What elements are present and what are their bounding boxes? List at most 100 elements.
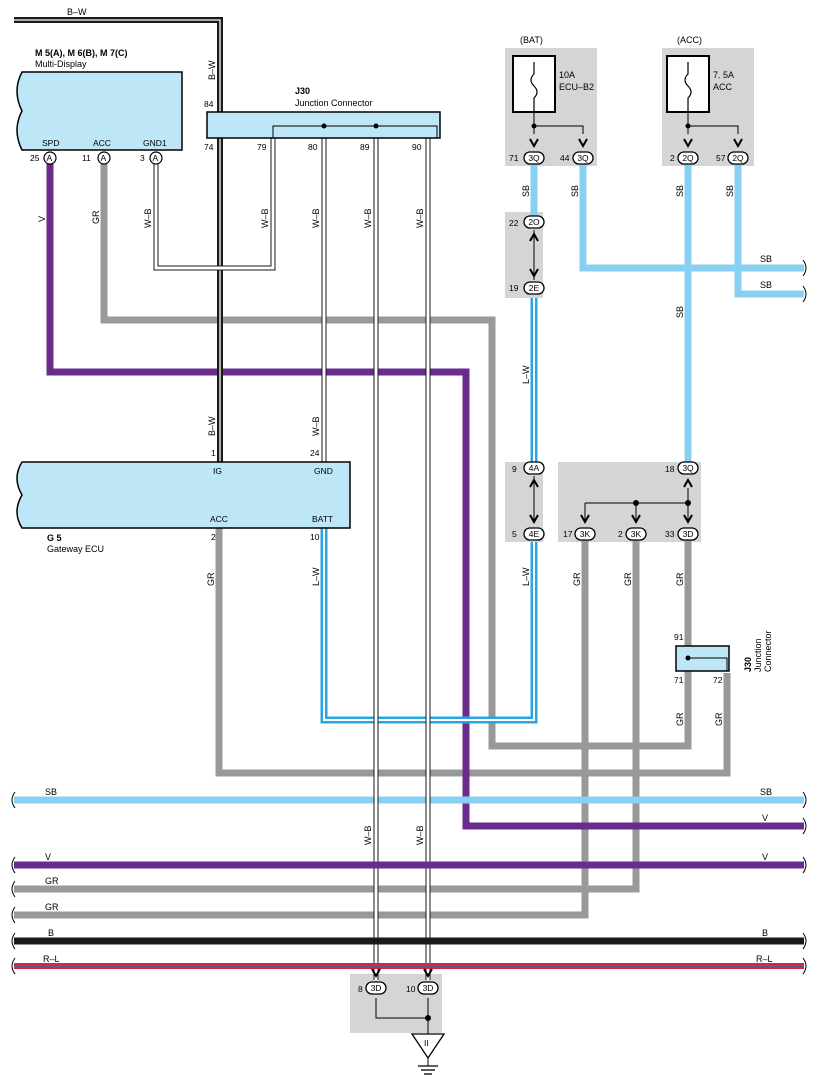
junction-pin-90: 90 xyxy=(412,142,422,152)
fuse-acc-rating: 7. 5A xyxy=(713,70,734,80)
svg-text:W–B: W–B xyxy=(363,825,373,845)
svg-text:19: 19 xyxy=(509,283,519,293)
svg-text:A: A xyxy=(47,153,53,163)
svg-text:10: 10 xyxy=(406,984,416,994)
gateway-pin-no-10: 10 xyxy=(310,532,320,542)
sb-wire-acc-right xyxy=(734,162,804,298)
junction-pin-80: 80 xyxy=(308,142,318,152)
gateway-name: Gateway ECU xyxy=(47,544,104,554)
junction-right-name-2: Connector xyxy=(763,630,773,672)
bw-wires xyxy=(14,17,223,462)
connector-code: 2E xyxy=(529,283,540,293)
svg-text:GR: GR xyxy=(45,902,59,912)
svg-text:SB: SB xyxy=(675,306,685,318)
connector-lw-bottom: 4E xyxy=(523,514,545,541)
bus-end-brackets xyxy=(11,259,807,975)
fuse-bat-source: (BAT) xyxy=(520,35,543,45)
svg-text:W–B: W–B xyxy=(415,825,425,845)
svg-text:71: 71 xyxy=(509,153,519,163)
svg-text:GR: GR xyxy=(675,712,685,726)
junction-connector-top: J30 Junction Connector 84 74 79 80 89 90 xyxy=(204,86,441,152)
fuse-acc-source: (ACC) xyxy=(677,35,702,45)
connector-code: 3K xyxy=(580,529,591,539)
svg-text:2: 2 xyxy=(618,529,623,539)
bottom-buses xyxy=(14,861,804,969)
junction-right-pin-72: 72 xyxy=(713,675,723,685)
svg-text:B–W: B–W xyxy=(207,60,217,80)
svg-text:8: 8 xyxy=(358,984,363,994)
svg-text:18: 18 xyxy=(665,464,675,474)
connector-acc-left: 2Q xyxy=(677,138,699,165)
svg-text:W–B: W–B xyxy=(363,208,373,228)
svg-text:V: V xyxy=(762,852,768,862)
svg-text:SB: SB xyxy=(570,185,580,197)
gateway-pin-label-acc: ACC xyxy=(210,514,228,524)
svg-text:44: 44 xyxy=(560,153,570,163)
svg-text:17: 17 xyxy=(563,529,573,539)
connector-ground-left: 3D xyxy=(365,968,387,995)
junction-connector-right: 91 71 72 J30 Junction Connector xyxy=(674,630,773,685)
connector-bat-left: 3Q xyxy=(523,138,545,165)
svg-text:GR: GR xyxy=(623,572,633,586)
svg-text:A: A xyxy=(153,153,159,163)
junction-3q-internal xyxy=(584,488,691,520)
gateway-pin-label-batt: BATT xyxy=(312,514,333,524)
sb-wire-bat-right xyxy=(579,162,804,272)
gateway-pin-label-ig: IG xyxy=(213,466,222,476)
wb-wires xyxy=(153,134,431,980)
gr-wire-display-acc xyxy=(100,160,692,750)
connector-j-out1: 3K xyxy=(574,514,596,541)
connector-code: 4A xyxy=(529,463,540,473)
fuse-acc-name: ACC xyxy=(713,82,733,92)
connector-code: 3Q xyxy=(577,153,589,163)
gr-wire-3k1 xyxy=(14,536,589,919)
gateway-pin-label-gnd: GND xyxy=(314,466,333,476)
gateway-code: G 5 xyxy=(47,533,62,543)
svg-text:GR: GR xyxy=(45,876,59,886)
gr-wires xyxy=(14,160,731,919)
svg-text:B: B xyxy=(48,928,54,938)
svg-text:22: 22 xyxy=(509,218,519,228)
fuse-bat-rating: 10A xyxy=(559,70,575,80)
connector-code: 3Q xyxy=(682,463,694,473)
connector-acc-right: 2Q xyxy=(727,138,749,165)
connector-code: 4E xyxy=(529,529,540,539)
fuse-ecu-b2: (BAT) 10A ECU–B2 xyxy=(512,35,594,134)
connector-code: 3D xyxy=(683,529,694,539)
svg-text:SB: SB xyxy=(45,787,57,797)
svg-text:B–W: B–W xyxy=(67,7,87,17)
ground-internal xyxy=(375,998,431,1034)
fuse-acc-icon xyxy=(684,62,692,112)
svg-text:A: A xyxy=(101,153,107,163)
svg-text:SB: SB xyxy=(760,787,772,797)
connector-code: 3Q xyxy=(528,153,540,163)
svg-text:SB: SB xyxy=(760,280,772,290)
v-wire-speed xyxy=(46,160,804,830)
svg-text:2: 2 xyxy=(670,153,675,163)
svg-text:GR: GR xyxy=(91,210,101,224)
connector-mid-top: 2O xyxy=(523,215,545,242)
pin-circle-a-11: A xyxy=(97,151,111,165)
sb-wires xyxy=(14,162,804,804)
connector-lw-top: 4A xyxy=(523,461,545,488)
multi-display-name: Multi-Display xyxy=(35,59,87,69)
junction-pin-74: 74 xyxy=(204,142,214,152)
gateway-pin-no-2: 2 xyxy=(211,532,216,542)
svg-text:W–B: W–B xyxy=(311,208,321,228)
gateway-pin-no-1: 1 xyxy=(211,448,216,458)
svg-text:W–B: W–B xyxy=(143,208,153,228)
svg-text:SB: SB xyxy=(760,254,772,264)
ground-icon: II xyxy=(410,1033,446,1075)
svg-text:GR: GR xyxy=(675,572,685,586)
junction-pin-89: 89 xyxy=(360,142,370,152)
svg-text:GR: GR xyxy=(714,712,724,726)
gateway-pin-no-24: 24 xyxy=(310,448,320,458)
fuse-bat-name: ECU–B2 xyxy=(559,82,594,92)
svg-text:W–B: W–B xyxy=(311,416,321,436)
gr-wire-gateway-acc xyxy=(215,528,731,777)
svg-text:W–B: W–B xyxy=(415,208,425,228)
svg-text:GR: GR xyxy=(572,572,582,586)
fuse-bat-icon xyxy=(530,62,538,112)
svg-text:R–L: R–L xyxy=(43,954,60,964)
